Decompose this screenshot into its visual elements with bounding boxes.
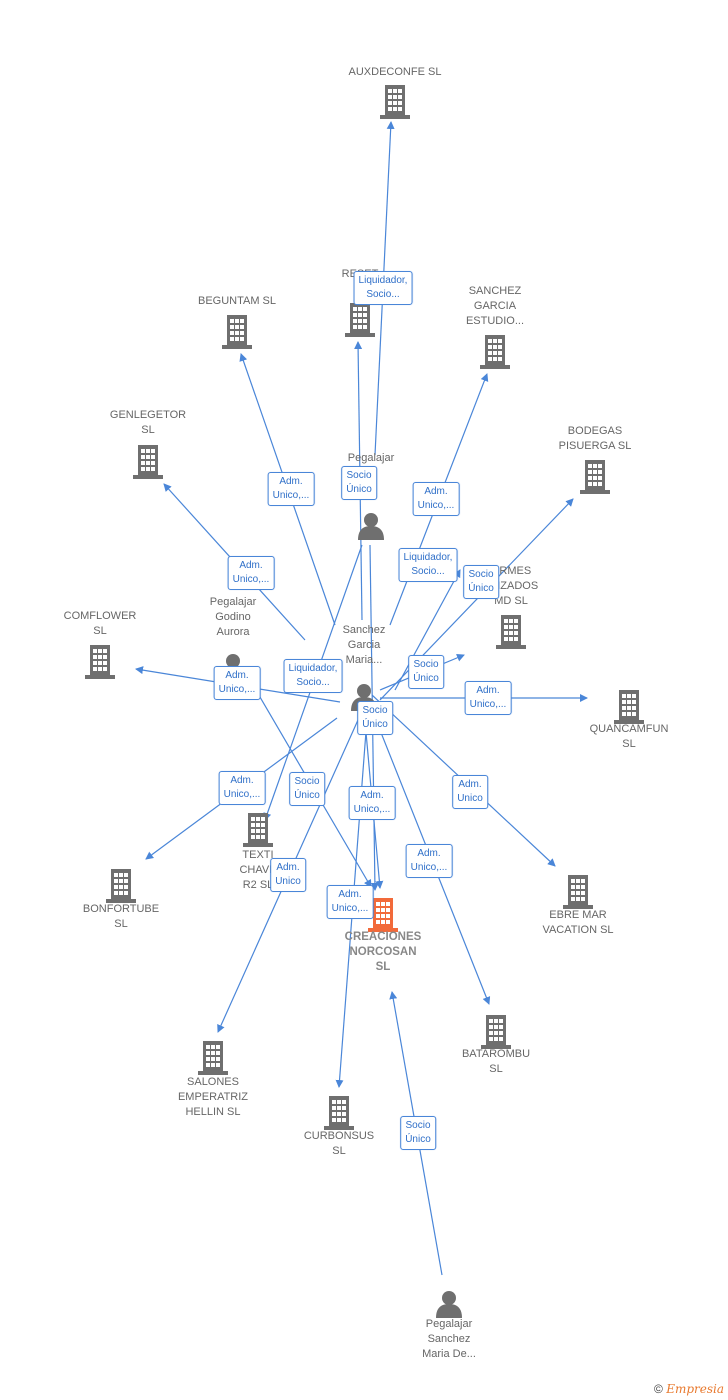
- edge-label[interactable]: Socio Único: [400, 1116, 436, 1150]
- edge-label[interactable]: Adm. Unico,...: [227, 556, 275, 590]
- edge-label[interactable]: Liquidador, Socio...: [283, 659, 343, 693]
- node-label-auxdeconfe[interactable]: AUXDECONFE SL: [348, 66, 442, 78]
- person-icon-pegalajar_f[interactable]: [358, 513, 384, 540]
- node-label-sanchez_maria[interactable]: Sanchez Garcia Maria...: [342, 624, 386, 666]
- copyright-symbol: ©: [654, 1382, 663, 1396]
- edge-label[interactable]: Adm. Unico,...: [464, 681, 512, 715]
- node-label-comflower[interactable]: COMFLOWER SL: [63, 610, 137, 637]
- building-icon-batarombu[interactable]: [481, 1015, 511, 1049]
- edge-label[interactable]: Liquidador, Socio...: [353, 271, 413, 305]
- edge-label[interactable]: Socio Único: [357, 701, 393, 735]
- edge-label[interactable]: Socio Único: [463, 565, 499, 599]
- footer-brand: © Empresia: [654, 1382, 724, 1396]
- node-label-bodegas[interactable]: BODEGAS PISUERGA SL: [558, 425, 632, 452]
- building-icon-reset[interactable]: [345, 303, 375, 337]
- building-icon-beguntam[interactable]: [222, 315, 252, 349]
- building-icon-textil[interactable]: [243, 813, 273, 847]
- edge-label[interactable]: Adm. Unico: [452, 775, 488, 809]
- edge-label[interactable]: Socio Único: [408, 655, 444, 689]
- building-icon-bonfortube[interactable]: [106, 869, 136, 903]
- edge-label[interactable]: Adm. Unico,...: [267, 472, 315, 506]
- building-icon-salones[interactable]: [198, 1041, 228, 1075]
- edge-label[interactable]: Liquidador, Socio...: [398, 548, 458, 582]
- edge-label[interactable]: Adm. Unico,...: [326, 885, 374, 919]
- edge-label[interactable]: Adm. Unico,...: [405, 844, 453, 878]
- node-label-beguntam[interactable]: BEGUNTAM SL: [197, 295, 277, 307]
- node-label-genlegetor[interactable]: GENLEGETOR SL: [109, 409, 187, 436]
- building-icon-quancamfun[interactable]: [614, 690, 644, 724]
- node-label-batarombu[interactable]: BATAROMBU SL: [461, 1048, 531, 1075]
- building-icon-curbonsus[interactable]: [324, 1096, 354, 1130]
- node-label-sanchezgarcia[interactable]: SANCHEZ GARCIA ESTUDIO...: [465, 285, 525, 327]
- building-icon-comflower[interactable]: [85, 645, 115, 679]
- node-label-quancamfun[interactable]: QUANCAMFUN SL: [589, 723, 669, 750]
- edge-label[interactable]: Socio Único: [289, 772, 325, 806]
- node-label-pegalajar_godino[interactable]: Pegalajar Godino Aurora: [209, 596, 257, 638]
- node-label-textil[interactable]: TEXTI CHAVE R2 SL: [239, 849, 277, 891]
- edge-label[interactable]: Adm. Unico,...: [412, 482, 460, 516]
- edge-label[interactable]: Adm. Unico: [270, 858, 306, 892]
- node-label-curbonsus[interactable]: CURBONSUS SL: [303, 1130, 375, 1157]
- edge-label[interactable]: Socio Único: [341, 466, 377, 500]
- building-icon-bodegas[interactable]: [580, 460, 610, 494]
- edge-label[interactable]: Adm. Unico,...: [218, 771, 266, 805]
- building-icon-ormes[interactable]: [496, 615, 526, 649]
- brand-name: Empresia: [666, 1382, 724, 1396]
- building-icon-sanchezgarcia[interactable]: [480, 335, 510, 369]
- node-label-ebremar[interactable]: EBRE MAR VACATION SL: [542, 909, 614, 936]
- edge-pegalajar_godino-to-ormes: [394, 569, 461, 691]
- building-icon-ebremar[interactable]: [563, 875, 593, 909]
- edge-label[interactable]: Adm. Unico,...: [348, 786, 396, 820]
- person-icon-pegalajar_maria[interactable]: [436, 1291, 462, 1318]
- node-label-creaciones[interactable]: CREACIONES NORCOSAN SL: [344, 931, 422, 973]
- node-label-salones[interactable]: SALONES EMPERATRIZ HELLIN SL: [177, 1076, 249, 1118]
- node-label-bonfortube[interactable]: BONFORTUBE SL: [82, 903, 160, 930]
- node-label-pegalajar_maria[interactable]: Pegalajar Sanchez Maria De...: [422, 1318, 476, 1360]
- building-icon-genlegetor[interactable]: [133, 445, 163, 479]
- edge-label[interactable]: Adm. Unico,...: [213, 666, 261, 700]
- building-icon-auxdeconfe[interactable]: [380, 85, 410, 119]
